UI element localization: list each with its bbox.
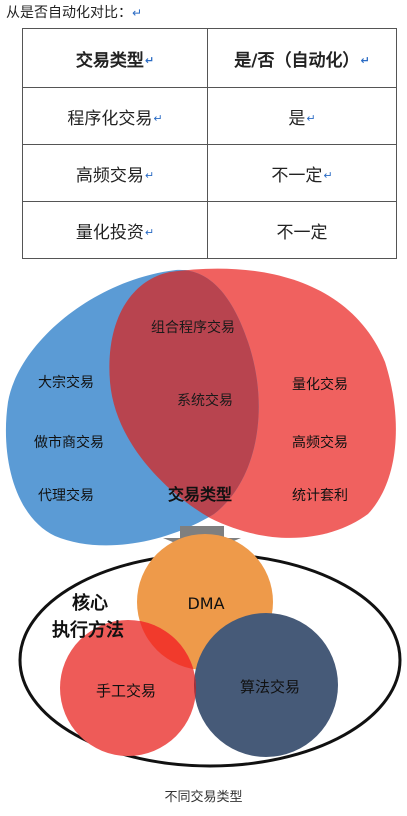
venn-top-diagram: 组合程序交易 系统交易 大宗交易 做市商交易 代理交易 量化交易 高频交易 统计… <box>5 268 396 546</box>
cell-automation: 不一定↵ <box>207 144 397 202</box>
overlap-shape <box>109 269 259 538</box>
label-block-trade: 大宗交易 <box>38 374 94 391</box>
label-manual-trade: 手工交易 <box>96 682 156 700</box>
label-dma: DMA <box>187 594 224 613</box>
table-row: 程序化交易↵ 是↵ <box>22 87 397 145</box>
label-market-maker: 做市商交易 <box>34 434 104 451</box>
algo-circle <box>194 613 338 757</box>
cell-type: 程序化交易↵ <box>22 87 208 145</box>
table-header-row: 交易类型↵ 是/否（自动化）↵ <box>22 28 397 88</box>
header-cell-type: 交易类型↵ <box>22 28 208 88</box>
table-row: 高频交易↵ 不一定↵ <box>22 144 397 202</box>
label-quant-trade: 量化交易 <box>292 376 348 393</box>
return-mark-icon: ↵ <box>132 6 143 20</box>
core-title-line2: 执行方法 <box>52 619 124 641</box>
header-cell-automation: 是/否（自动化）↵ <box>207 28 397 88</box>
cell-type: 量化投资↵ <box>22 201 208 259</box>
venn-top-title: 交易类型 <box>168 485 232 504</box>
trading-types-diagram: 组合程序交易 系统交易 大宗交易 做市商交易 代理交易 量化交易 高频交易 统计… <box>5 268 402 768</box>
cell-type: 高频交易↵ <box>22 144 208 202</box>
intro-label: 从是否自动化对比： <box>6 5 132 21</box>
cell-automation: 不一定 <box>207 201 397 259</box>
intro-text: 从是否自动化对比：↵ <box>6 2 142 22</box>
core-title-line1: 核心 <box>72 592 108 614</box>
comparison-table: 交易类型↵ 是/否（自动化）↵ 程序化交易↵ 是↵ 高频交易↵ 不一定↵ 量化投… <box>22 28 397 259</box>
figure-caption: 不同交易类型 <box>164 790 243 805</box>
label-system-trading: 系统交易 <box>177 392 233 409</box>
table-row: 量化投资↵ 不一定 <box>22 201 397 259</box>
label-combined-program: 组合程序交易 <box>151 319 235 336</box>
venn-bottom-diagram: 核心 执行方法 DMA 手工交易 算法交易 <box>18 534 402 768</box>
label-stat-arb: 统计套利 <box>292 488 348 504</box>
cell-automation: 是↵ <box>207 87 397 145</box>
label-agency-trade: 代理交易 <box>38 487 94 504</box>
label-hft: 高频交易 <box>292 434 348 451</box>
label-algo-trade: 算法交易 <box>240 678 300 696</box>
